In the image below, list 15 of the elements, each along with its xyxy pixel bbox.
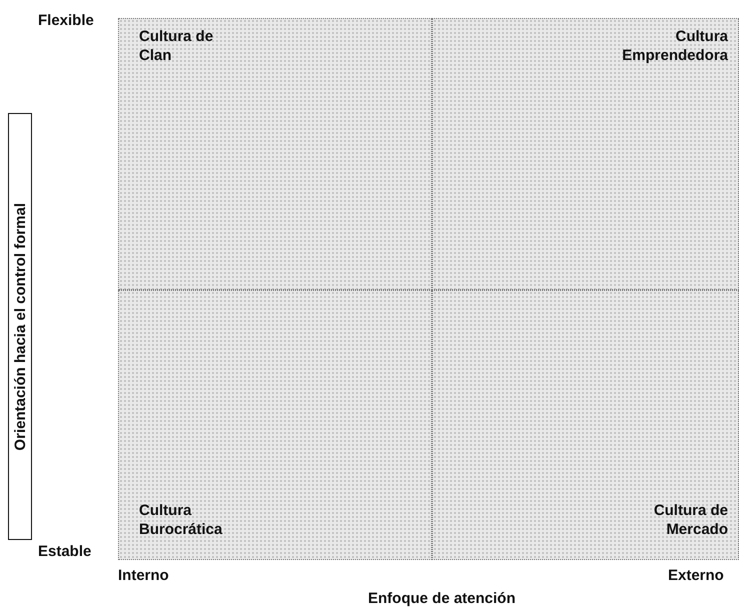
quadrant-panel [118,18,432,290]
quadrant-label: Cultura Emprendedora [621,27,728,65]
quadrant-panel [432,290,739,560]
axis-end-label: Estable [38,543,92,560]
quadrant-label: Cultura Burocrática [139,501,224,539]
axis-end-label: Externo [668,567,724,584]
quadrant-panel [118,290,432,560]
quadrant-label: Cultura de Mercado [652,501,728,539]
axis-title: Enfoque de atención [368,590,516,607]
quadrant-panel [432,18,739,290]
quadrant-label: Cultura de Clan [139,27,214,65]
axis-end-label: Flexible [38,12,94,29]
axis-title: Orientación hacia el control formal [12,202,28,450]
axis-title-box [8,113,32,540]
axis-end-label: Interno [118,567,169,584]
